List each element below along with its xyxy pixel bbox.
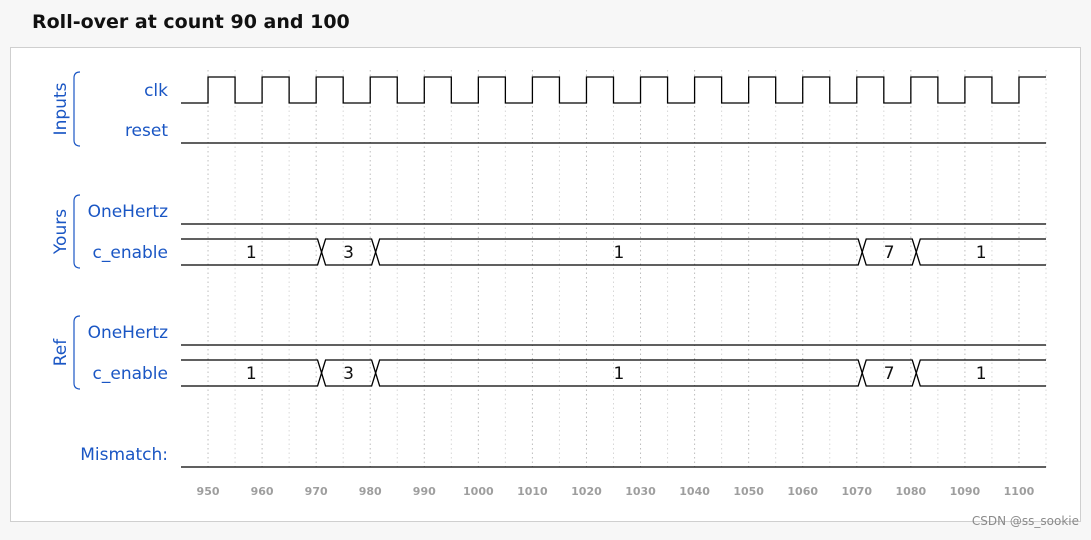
bus-segment: [915, 359, 1046, 387]
time-tick-label: 1050: [733, 485, 764, 498]
bus-value-label: 1: [976, 364, 987, 384]
watermark: CSDN @ss_sookie: [971, 514, 1079, 528]
time-tick-label: 960: [251, 485, 274, 498]
time-tick-label: 1090: [950, 485, 981, 498]
page-title: Roll-over at count 90 and 100: [32, 11, 350, 33]
bus-segment: [915, 238, 1046, 266]
bus-value-label: 7: [884, 243, 895, 263]
bus-value-label: 1: [613, 364, 624, 384]
time-tick-label: 1000: [463, 485, 494, 498]
signal-label: c_enable: [93, 243, 168, 263]
bus-value-label: 3: [343, 243, 354, 263]
time-tick-label: 1070: [841, 485, 872, 498]
time-tick-label: 990: [413, 485, 436, 498]
group-label: Inputs: [51, 82, 71, 135]
time-tick-label: 1060: [787, 485, 818, 498]
time-tick-label: 950: [197, 485, 220, 498]
time-tick-label: 1040: [679, 485, 710, 498]
signal-label: clk: [144, 81, 168, 101]
signal-label: c_enable: [93, 364, 168, 384]
group-bracket: [73, 194, 81, 269]
time-tick-label: 970: [305, 485, 328, 498]
bus-value-label: 1: [246, 243, 257, 263]
group-label: Yours: [51, 209, 71, 255]
signal-label: reset: [125, 121, 168, 141]
time-tick-label: 1010: [517, 485, 548, 498]
group-bracket: [73, 71, 81, 147]
bus-value-label: 1: [976, 243, 987, 263]
time-tick-label: 1080: [896, 485, 927, 498]
bus-value-label: 1: [246, 364, 257, 384]
signal-label: OneHertz: [88, 323, 169, 343]
time-tick-label: 1100: [1004, 485, 1035, 498]
time-tick-label: 1030: [625, 485, 656, 498]
bus-value-label: 3: [343, 364, 354, 384]
clk-waveform: [181, 76, 1046, 104]
time-tick-label: 1020: [571, 485, 602, 498]
signal-label: Mismatch:: [80, 445, 168, 465]
signal-label: OneHertz: [88, 202, 169, 222]
group-bracket: [73, 315, 81, 390]
bus-value-label: 1: [613, 243, 624, 263]
time-tick-label: 980: [359, 485, 382, 498]
bus-value-label: 7: [884, 364, 895, 384]
group-label: Ref: [51, 338, 71, 367]
waveform-panel: [10, 47, 1081, 522]
